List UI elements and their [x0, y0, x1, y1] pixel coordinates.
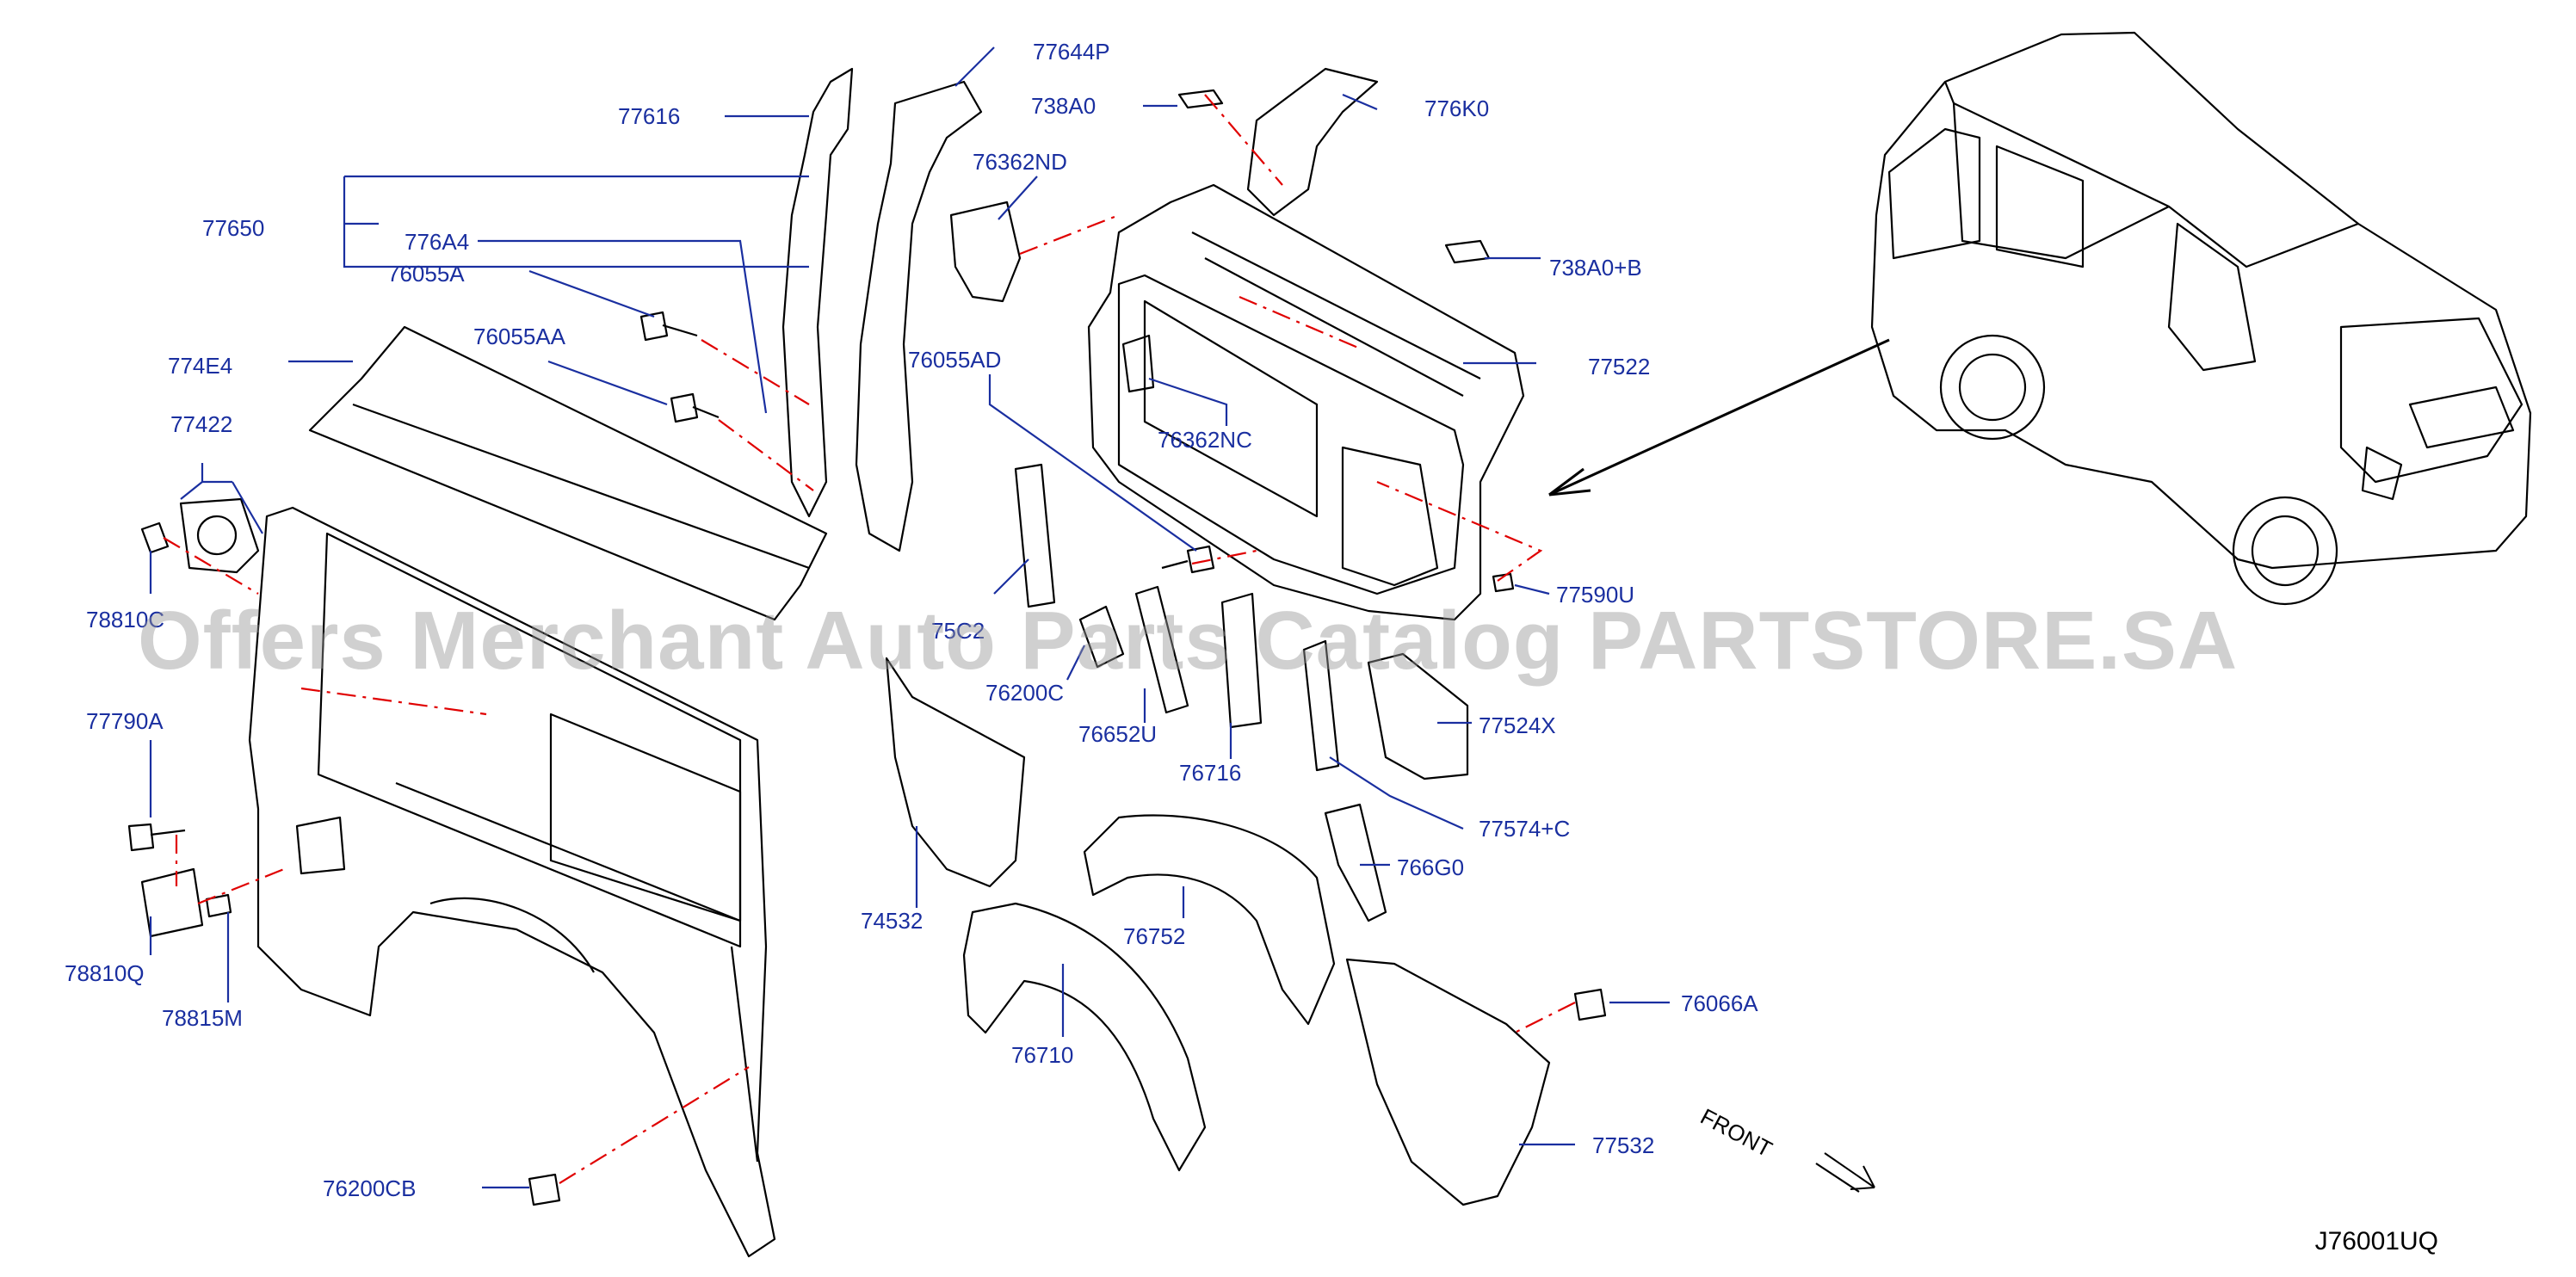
callout-77532[interactable]: 77532	[1592, 1132, 1655, 1158]
callout-76200C[interactable]: 76200C	[985, 680, 1065, 706]
callout-77590U[interactable]: 77590U	[1556, 582, 1635, 608]
callout-76362ND[interactable]: 76362ND	[973, 149, 1067, 175]
watermark: Offers Merchant Auto Parts Catalog PARTS…	[138, 595, 2239, 687]
callout-774E4[interactable]: 774E4	[168, 353, 233, 379]
callout-76710[interactable]: 76710	[1011, 1042, 1074, 1068]
callout-76055AD[interactable]: 76055AD	[908, 347, 1002, 373]
callout-76200CB[interactable]: 76200CB	[323, 1175, 417, 1201]
callout-77616[interactable]: 77616	[618, 103, 681, 129]
callout-738A0B[interactable]: 738A0+B	[1549, 255, 1642, 281]
side-outer-panel	[248, 506, 776, 1258]
callout-77422[interactable]: 77422	[170, 411, 233, 437]
pillar-77616	[781, 67, 854, 518]
callout-766G0[interactable]: 766G0	[1397, 854, 1465, 880]
callout-776K0[interactable]: 776K0	[1424, 96, 1490, 121]
callout-76055AA[interactable]: 76055AA	[473, 324, 565, 349]
callout-76066A[interactable]: 76066A	[1681, 990, 1758, 1016]
callout-74532[interactable]: 74532	[861, 908, 924, 934]
van-illustration	[1870, 31, 2532, 606]
callout-77522[interactable]: 77522	[1588, 354, 1651, 379]
callout-76716[interactable]: 76716	[1179, 760, 1242, 786]
callout-75C2[interactable]: 75C2	[931, 618, 985, 644]
wheelhouse-76710	[962, 902, 1207, 1172]
callout-77790A[interactable]: 77790A	[86, 708, 164, 734]
panel-74532	[885, 657, 1026, 888]
callout-77574C[interactable]: 77574+C	[1479, 816, 1571, 842]
pillar-77644P	[855, 80, 983, 552]
roof-rail-774E4	[308, 325, 828, 621]
callout-738A0[interactable]: 738A0	[1031, 93, 1096, 119]
callout-76752[interactable]: 76752	[1123, 923, 1186, 949]
callout-76362NC[interactable]: 76362NC	[1158, 427, 1252, 453]
callout-77644P[interactable]: 77644P	[1033, 39, 1110, 65]
callout-76055A[interactable]: 76055A	[387, 261, 465, 287]
bracket-776K0	[1246, 67, 1379, 217]
callout-78815M[interactable]: 78815M	[162, 1005, 243, 1031]
diagram-code: J76001UQ	[2314, 1227, 2438, 1255]
wheelhouse-76752	[1083, 814, 1336, 1026]
callout-76652U[interactable]: 76652U	[1078, 721, 1158, 747]
callout-77524X[interactable]: 77524X	[1479, 713, 1556, 738]
callout-77650[interactable]: 77650	[202, 215, 265, 241]
panel-77532	[1345, 958, 1551, 1206]
pointer-arrow	[1548, 338, 1890, 497]
callout-78810Q[interactable]: 78810Q	[65, 960, 145, 986]
callout-776A4[interactable]: 776A4	[405, 229, 470, 255]
rear-inner-panel	[1087, 183, 1525, 621]
callout-78810C[interactable]: 78810C	[86, 607, 165, 632]
